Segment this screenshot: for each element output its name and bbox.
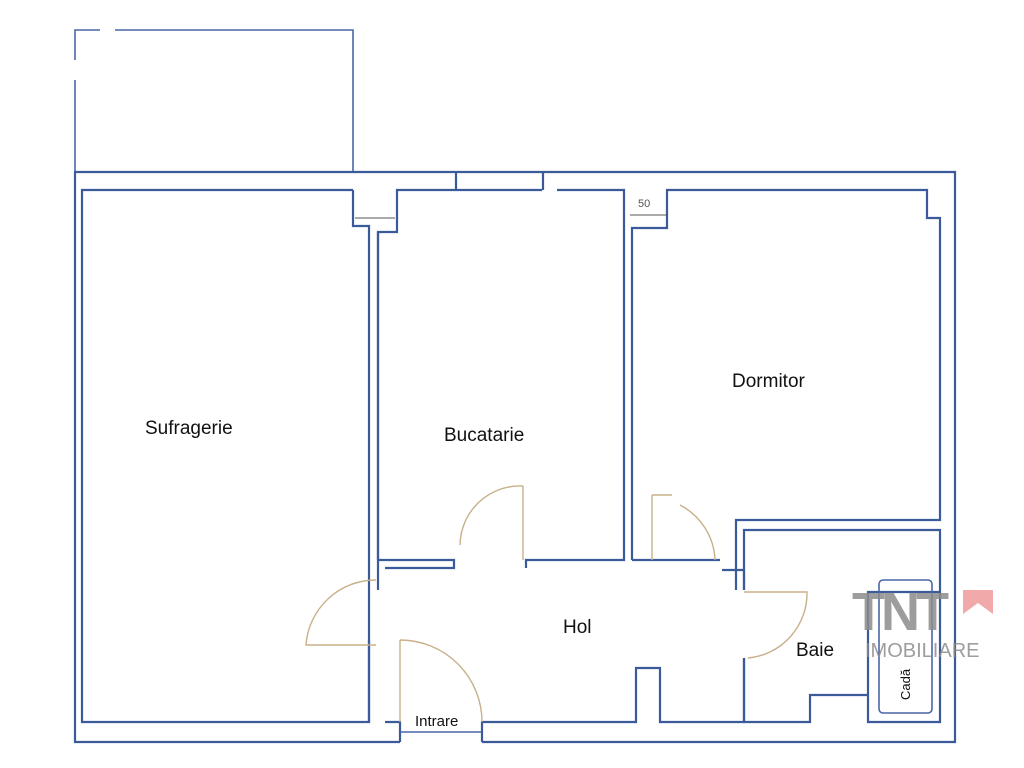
room-label-bucatarie: Bucatarie — [444, 425, 524, 446]
hol-walls — [385, 568, 746, 732]
room-label-dormitor: Dormitor — [732, 371, 806, 392]
dormitor-walls: 50 — [630, 188, 942, 590]
tnt-logo: TNT IMOBILIARE — [852, 582, 993, 662]
bathtub — [878, 579, 933, 714]
outer-wall — [73, 170, 957, 744]
door-bucatarie — [459, 485, 524, 560]
bathtub-label: Cadă — [898, 668, 913, 700]
entrance-label: Intrare — [415, 713, 458, 730]
doors — [305, 485, 808, 723]
bucatarie-walls — [355, 172, 626, 570]
logo-subtitle: IMOBILIARE — [865, 640, 979, 662]
baie-walls — [742, 528, 942, 724]
door-baie — [744, 591, 808, 659]
dimension-label: 50 — [638, 198, 650, 210]
room-label-sufragerie: Sufragerie — [145, 418, 233, 439]
room-label-hol: Hol — [563, 617, 592, 638]
sufragerie-walls — [80, 188, 380, 724]
door-dormitor — [651, 494, 716, 561]
logo-brand: TNT — [852, 582, 949, 642]
room-label-baie: Baie — [796, 640, 834, 661]
balcony-outline — [74, 29, 354, 172]
door-sufragerie — [305, 579, 377, 646]
door-entrance — [399, 639, 483, 723]
house-roof-icon — [963, 590, 993, 614]
